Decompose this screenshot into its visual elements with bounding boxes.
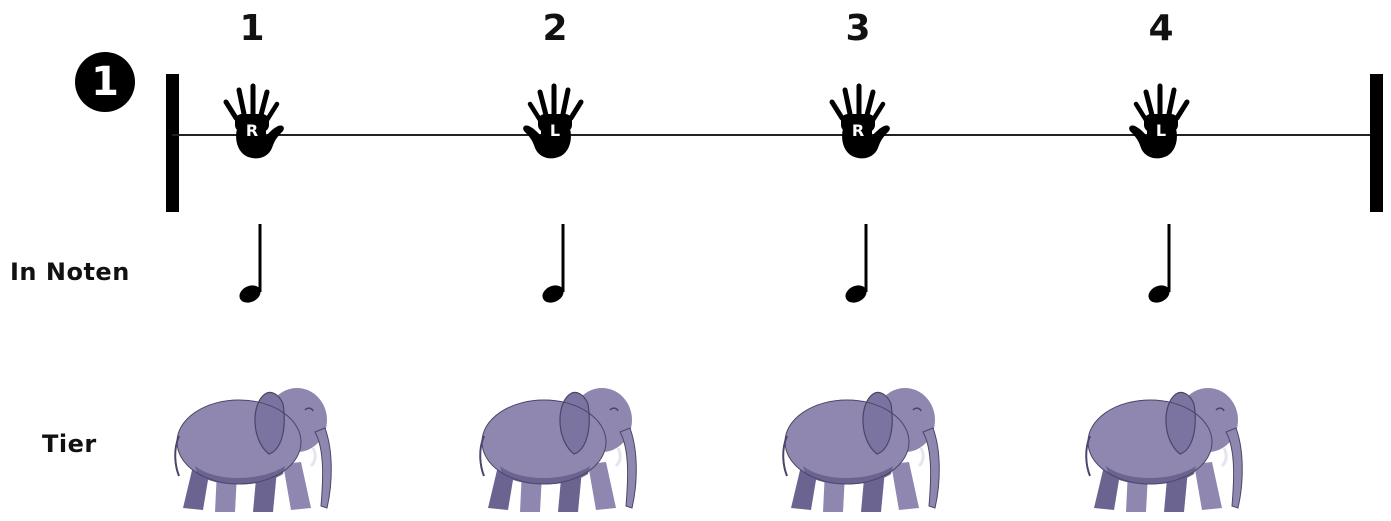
elephant-icon	[165, 370, 335, 520]
right-barline	[1370, 74, 1383, 212]
hand-letter: L	[549, 121, 561, 140]
left-hand-icon: L	[1125, 84, 1197, 160]
beat-number: 4	[1148, 8, 1174, 49]
beat-number: 1	[239, 8, 265, 49]
rhythm-line	[172, 134, 1376, 136]
left-hand-icon: L	[519, 84, 591, 160]
hand-letter: R	[851, 121, 865, 140]
beat-number: 2	[542, 8, 568, 49]
quarter-note-icon	[1141, 222, 1181, 306]
left-barline	[166, 74, 179, 212]
beat-number: 3	[845, 8, 871, 49]
animal-row-label: Tier	[42, 430, 97, 458]
exercise-number-badge: 1	[75, 52, 135, 112]
hand-letter: R	[245, 121, 259, 140]
elephant-icon	[773, 370, 943, 520]
elephant-icon	[1076, 370, 1246, 520]
right-hand-icon: R	[822, 84, 894, 160]
notes-row-label: In Noten	[10, 258, 130, 286]
elephant-icon	[470, 370, 640, 520]
right-hand-icon: R	[216, 84, 288, 160]
exercise-number: 1	[91, 59, 119, 105]
quarter-note-icon	[838, 222, 878, 306]
hand-letter: L	[1155, 121, 1167, 140]
quarter-note-icon	[535, 222, 575, 306]
quarter-note-icon	[232, 222, 272, 306]
